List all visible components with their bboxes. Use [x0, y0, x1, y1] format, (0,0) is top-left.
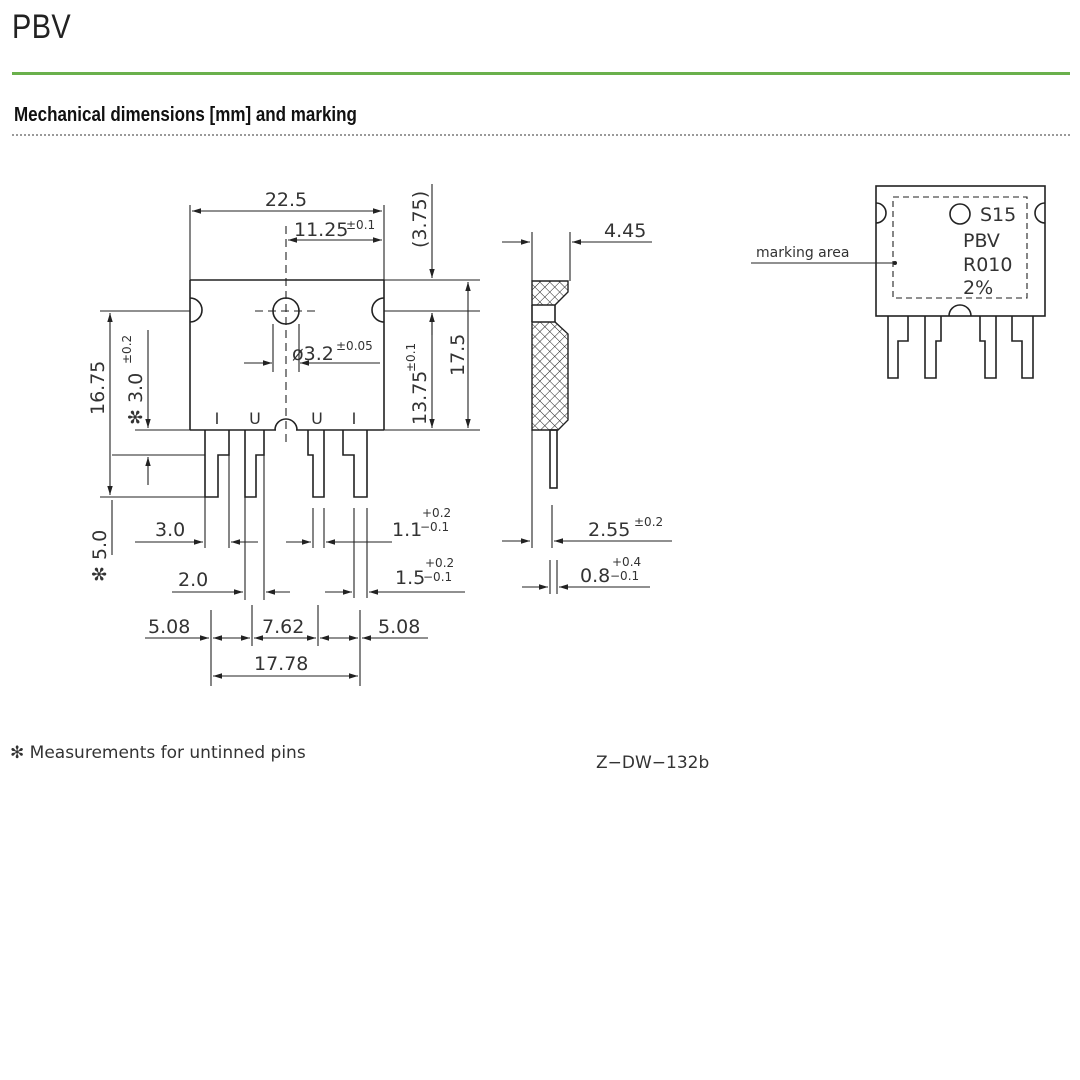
- dim-hole: ø3.2: [292, 343, 334, 365]
- marking-area-label: marking area: [756, 245, 849, 261]
- dim-pin-untinned-length: ✻ 5.0: [89, 530, 111, 582]
- dim-pin-thick-b-minus: −0.1: [423, 570, 452, 584]
- front-view: I U U I 22.5 11.25 ±0.1 (3.75) ø3.2 ±0.0…: [87, 184, 480, 686]
- marking-line: PBV: [963, 230, 1000, 252]
- dim-half-width-tol: ±0.1: [346, 218, 375, 232]
- dim-body-height: 17.5: [447, 334, 469, 376]
- dim-hole-to-bottom: 13.75: [409, 371, 431, 425]
- dim-untinned-height: ✻ 3.0: [125, 373, 147, 425]
- pin-label: U: [311, 409, 323, 428]
- dim-pin-width-wide: 3.0: [155, 519, 185, 541]
- dim-pin-thick-b-plus: +0.2: [425, 556, 454, 570]
- marking-view: S15 PBV R010 2% marking area: [751, 185, 1046, 379]
- dim-hole-to-bottom-tol: ±0.1: [404, 343, 418, 372]
- dim-top-offset: (3.75): [409, 191, 431, 248]
- dim-body-width: 22.5: [265, 189, 307, 211]
- dim-side-pin-offset-tol: ±0.2: [634, 515, 663, 529]
- pin-label: I: [352, 409, 357, 428]
- dim-pin-thick-a-plus: +0.2: [422, 506, 451, 520]
- dim-side-pin-thickness-minus: −0.1: [610, 569, 639, 583]
- dim-side-pin-thickness: 0.8: [580, 565, 610, 587]
- dim-side-pin-thickness-plus: +0.4: [612, 555, 641, 569]
- pin-label: U: [249, 409, 261, 428]
- dim-untinned-height-tol: ±0.2: [120, 335, 134, 364]
- page-title: PBV: [12, 8, 72, 46]
- pin-label: I: [215, 409, 220, 428]
- marking-line: S15: [980, 204, 1016, 226]
- footnote: ✻ Measurements for untinned pins: [10, 743, 306, 763]
- side-view: 4.45 2.55 ±0.2 0.8 +0.4 −0.1: [502, 220, 672, 594]
- marking-line: R010: [963, 254, 1012, 276]
- dim-pin-thick-b: 1.5: [395, 567, 425, 589]
- pins: [204, 430, 368, 498]
- dim-pitch-total: 17.78: [254, 653, 308, 675]
- dim-side-thickness: 4.45: [604, 220, 646, 242]
- dim-side-pin-offset: 2.55: [588, 519, 630, 541]
- component-body: [189, 226, 385, 445]
- dim-hole-tol: ±0.05: [336, 339, 373, 353]
- marking-line: 2%: [963, 277, 993, 299]
- dim-half-width: 11.25: [294, 219, 348, 241]
- dim-overall-height: 16.75: [87, 361, 109, 415]
- dim-pin-thick-a: 1.1: [392, 519, 422, 541]
- section-divider: [12, 134, 1070, 136]
- section-title: Mechanical dimensions [mm] and marking: [14, 104, 357, 126]
- dim-pin-width-narrow: 2.0: [178, 569, 208, 591]
- dim-pitch-mid: 7.62: [262, 616, 304, 638]
- dim-pin-thick-a-minus: −0.1: [420, 520, 449, 534]
- drawing-id: Z−DW−132b: [596, 753, 709, 773]
- title-divider: [12, 72, 1070, 75]
- dim-pitch-right: 5.08: [378, 616, 420, 638]
- dim-pitch-left: 5.08: [148, 616, 190, 638]
